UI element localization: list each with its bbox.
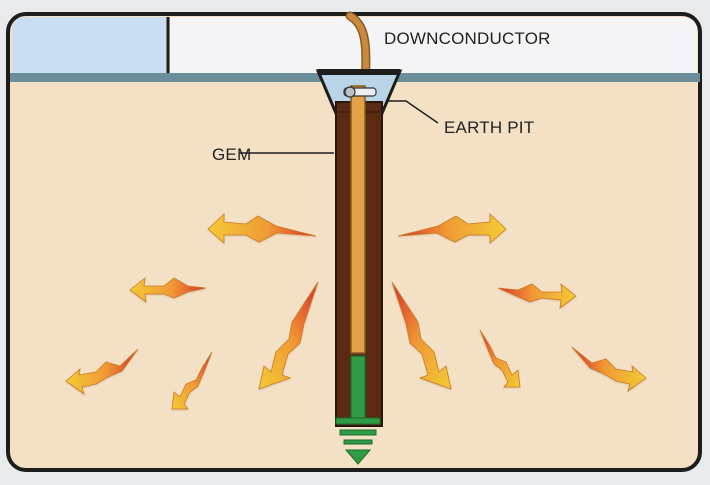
earth-pit-cover bbox=[318, 69, 400, 75]
clamp-bolt bbox=[344, 86, 356, 98]
gem-label: GEM bbox=[212, 145, 252, 164]
earth-pit-label: EARTH PIT bbox=[444, 118, 535, 137]
wall-area bbox=[170, 17, 697, 73]
earth-electrode-icon bbox=[335, 417, 381, 465]
lightning-arrow-icon bbox=[65, 213, 647, 410]
green-rod-section bbox=[350, 355, 366, 419]
copper-rod bbox=[350, 85, 366, 354]
earth-pit-leader-line bbox=[386, 100, 439, 124]
sky-area bbox=[12, 17, 168, 73]
downconductor-label: DOWNCONDUCTOR bbox=[384, 29, 551, 48]
